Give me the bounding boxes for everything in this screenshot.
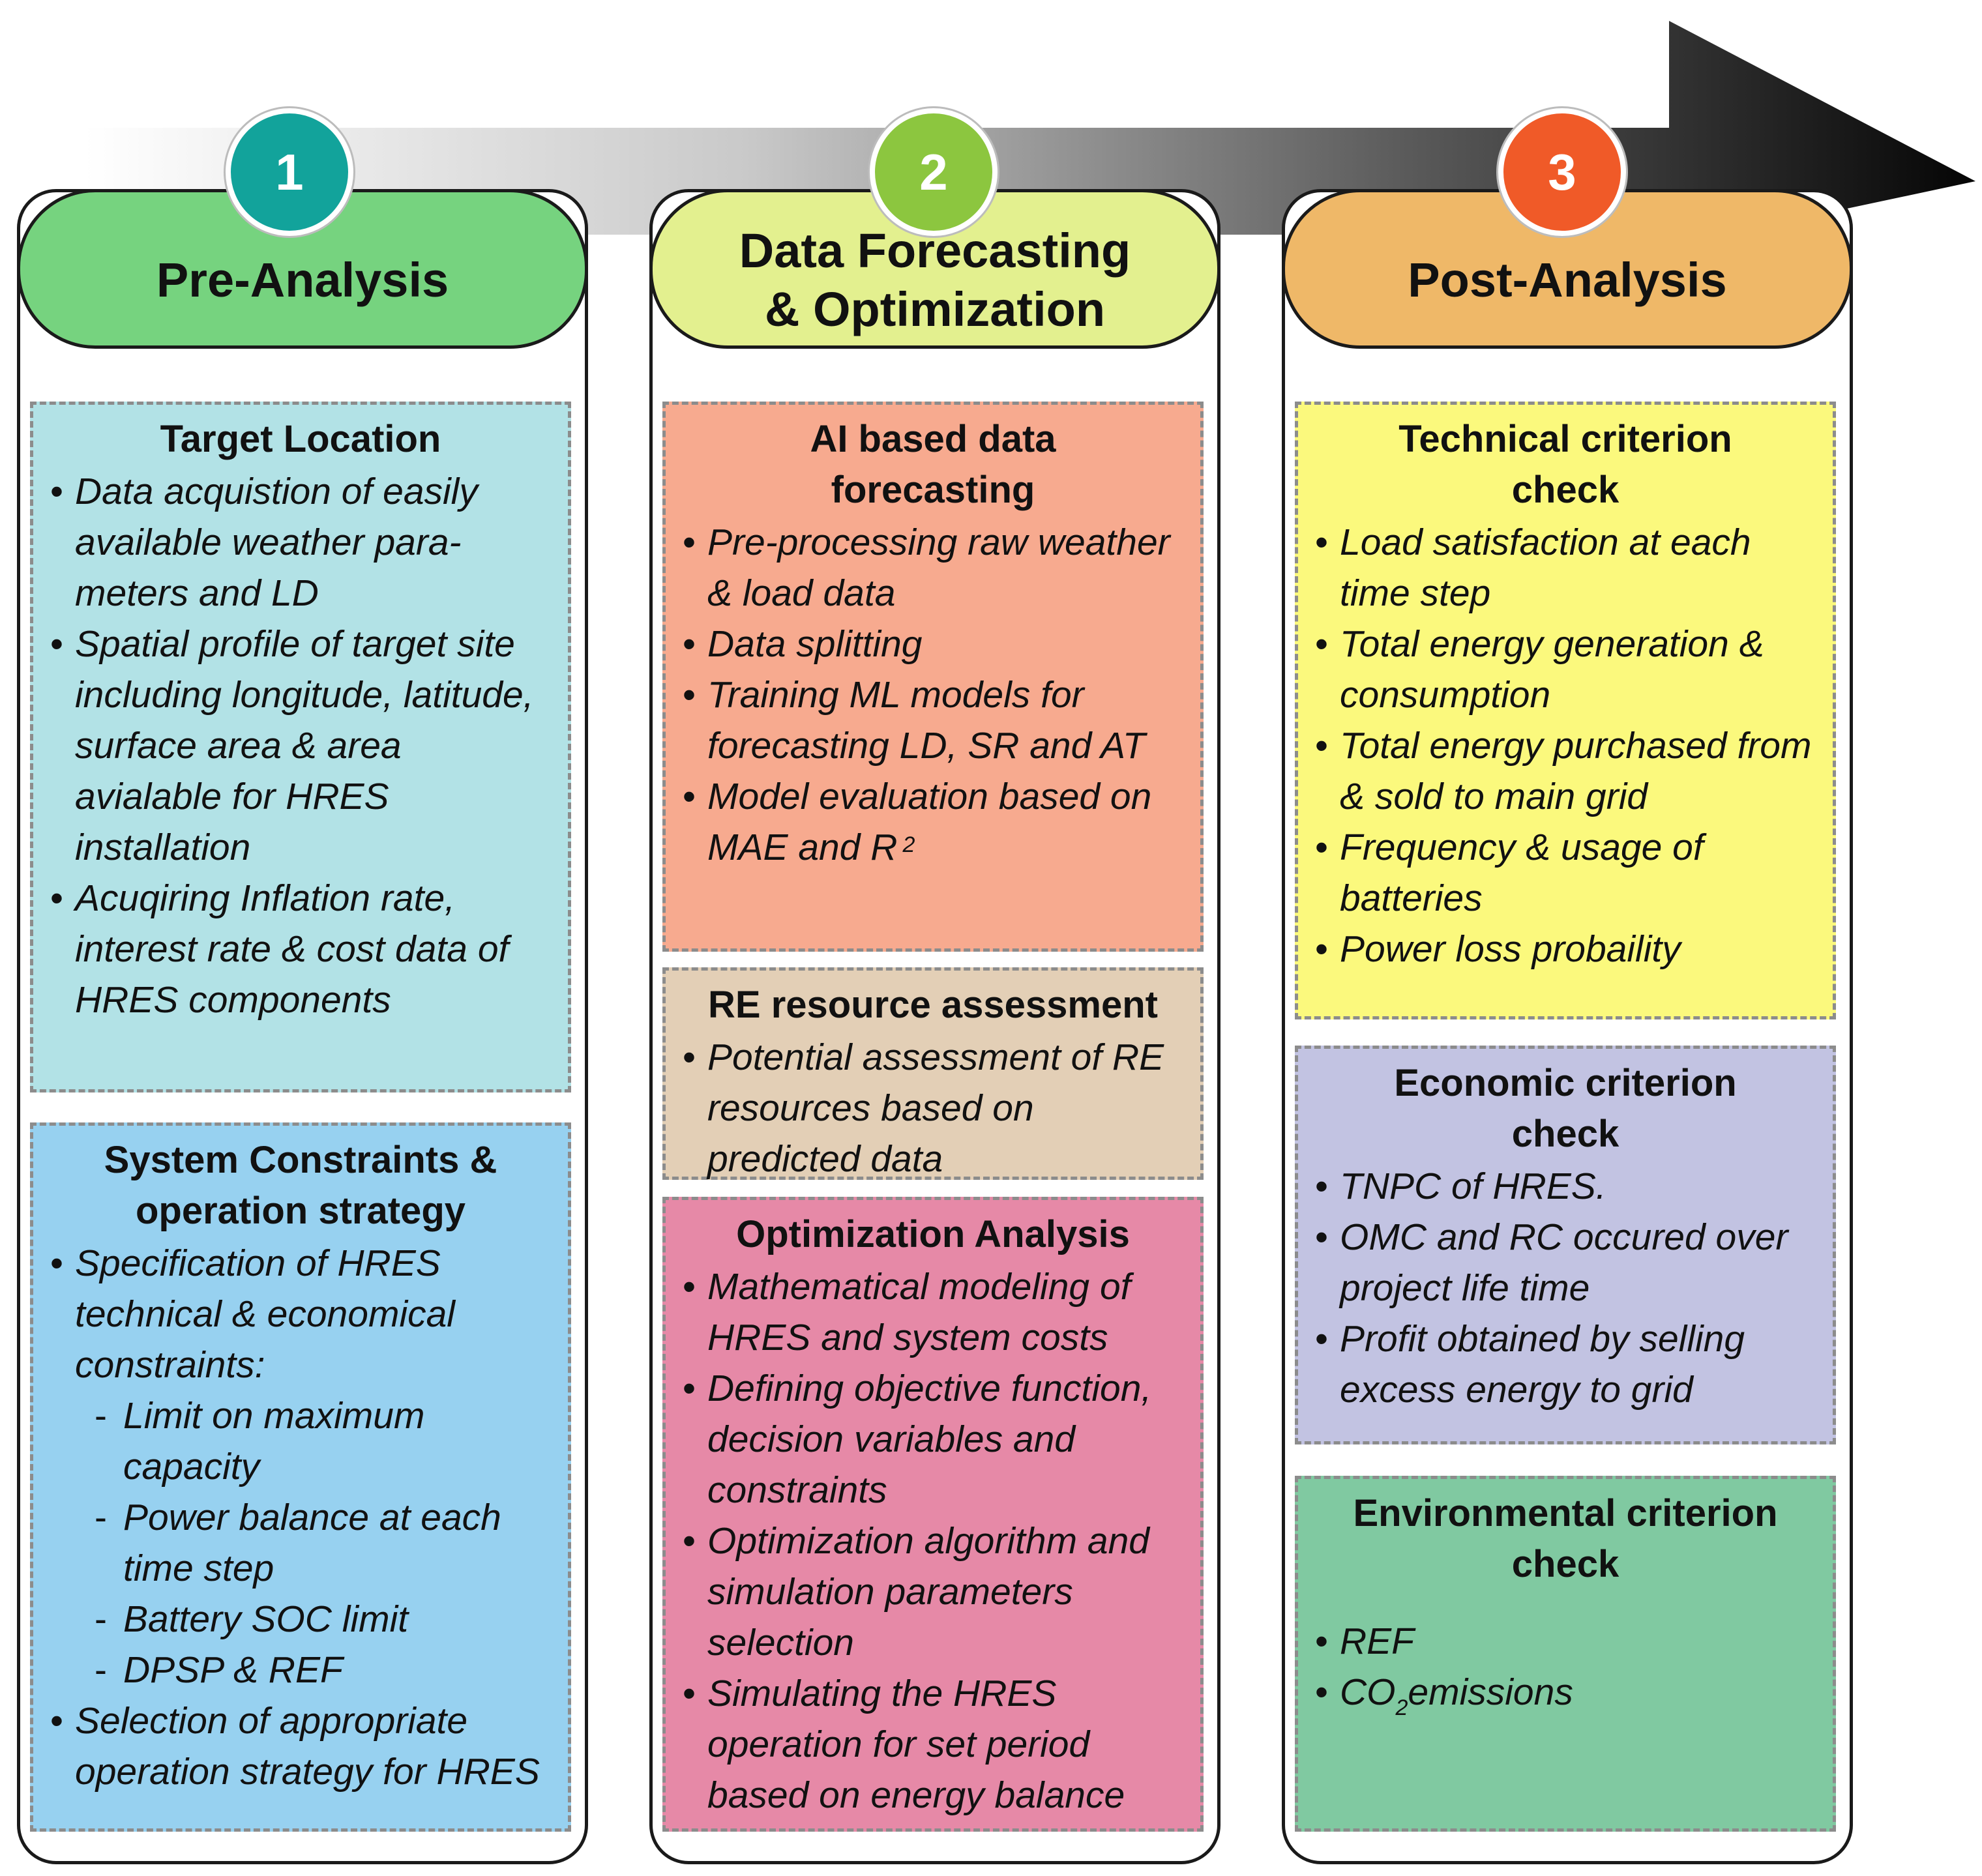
technical-criterion-box: Technical criterion check Load satisfact… <box>1295 402 1836 1019</box>
sub-list-item: Power balance at each time step <box>75 1492 556 1594</box>
list-item: Training ML models for forecasting LD, S… <box>677 669 1189 771</box>
list-item: OMC and RC occured over project life tim… <box>1310 1212 1821 1313</box>
system-constraints-title: System Constraints & operation strategy <box>104 1139 497 1232</box>
economic-criterion-box: Economic criterion check TNPC of HRES. O… <box>1295 1046 1836 1444</box>
economic-criterion-list: TNPC of HRES. OMC and RC occured over pr… <box>1310 1161 1821 1415</box>
technical-criterion-list: Load satisfaction at each time step Tota… <box>1310 517 1821 975</box>
stage-3-number: 3 <box>1548 143 1576 201</box>
environmental-criterion-list: REF CO2emissions <box>1310 1616 1821 1723</box>
stage-2-title: Data Forecasting & Optimization <box>739 223 1131 336</box>
list-item: CO2emissions <box>1310 1667 1821 1723</box>
co2-prefix: CO <box>1340 1671 1396 1713</box>
stage-3-title: Post-Analysis <box>1408 252 1727 307</box>
environmental-criterion-box: Environmental criterion check REF CO2emi… <box>1295 1476 1836 1832</box>
re-assessment-title: RE resource assessment <box>708 984 1158 1026</box>
list-item: Load satisfaction at each time step <box>1310 517 1821 619</box>
co2-suffix: emissions <box>1408 1671 1573 1713</box>
constraint-sublist: Limit on maximum capacity Power balance … <box>75 1390 556 1695</box>
optimization-analysis-title: Optimization Analysis <box>736 1213 1130 1255</box>
sub-list-item: Battery SOC limit <box>75 1594 556 1645</box>
environmental-criterion-title: Environmental criterion check <box>1353 1492 1778 1585</box>
stage-2-badge: 2 <box>870 108 998 236</box>
ai-forecasting-list: Pre-processing raw weather & load data D… <box>677 517 1189 873</box>
system-constraints-box: System Constraints & operation strategy … <box>30 1122 571 1832</box>
list-item: Pre-processing raw weather & load data <box>677 517 1189 619</box>
optimization-analysis-list: Mathematical modeling of HRES and system… <box>677 1261 1189 1821</box>
list-item: Selection of appropriate operation strat… <box>45 1695 556 1797</box>
list-item: Frequency & usage of batteries <box>1310 822 1821 924</box>
superscript: 2 <box>902 832 915 857</box>
technical-criterion-title: Technical criterion check <box>1398 418 1732 511</box>
co2-subscript: 2 <box>1395 1695 1408 1720</box>
stage-3-badge: 3 <box>1498 108 1626 236</box>
list-item: Total energy purchased from & sold to ma… <box>1310 720 1821 822</box>
list-item: Total energy generation & consumption <box>1310 619 1821 720</box>
list-item: Spatial profile of target site including… <box>45 619 556 873</box>
list-item-text: Model evaluation based on MAE and R <box>707 776 1152 868</box>
stage-2-number: 2 <box>919 143 948 201</box>
target-location-list: Data acquistion of easily available weat… <box>45 466 556 1025</box>
target-location-box: Target Location Data acquistion of easil… <box>30 402 571 1092</box>
system-constraints-list: Specification of HRES technical & econom… <box>45 1238 556 1797</box>
list-item: Mathematical modeling of HRES and system… <box>677 1261 1189 1363</box>
list-item: Potential assessment of RE resources bas… <box>677 1032 1189 1184</box>
target-location-title: Target Location <box>160 418 441 460</box>
sub-list-item: Limit on maximum capacity <box>75 1390 556 1492</box>
list-item: REF <box>1310 1616 1821 1667</box>
list-item: Model evaluation based on MAE and R2 <box>677 771 1189 873</box>
list-item: Power loss probaility <box>1310 924 1821 975</box>
list-item: Data splitting <box>677 619 1189 669</box>
stage-1-badge: 1 <box>226 108 353 236</box>
list-item: Simulating the HRES operation for set pe… <box>677 1668 1189 1821</box>
ai-forecasting-box: AI based data forecasting Pre-processing… <box>662 402 1204 952</box>
stage-1-number: 1 <box>275 143 304 201</box>
list-item: Acuqiring Inflation rate, interest rate … <box>45 873 556 1025</box>
economic-criterion-title: Economic criterion check <box>1394 1062 1737 1155</box>
optimization-analysis-box: Optimization Analysis Mathematical model… <box>662 1197 1204 1832</box>
sub-list-item: DPSP & REF <box>75 1645 556 1695</box>
re-assessment-box: RE resource assessment Potential assessm… <box>662 967 1204 1180</box>
list-item: Data acquistion of easily available weat… <box>45 466 556 619</box>
stage-1-title: Pre-Analysis <box>156 252 449 307</box>
re-assessment-list: Potential assessment of RE resources bas… <box>677 1032 1189 1184</box>
list-item: Defining objective function, decision va… <box>677 1363 1189 1516</box>
list-item: Profit obtained by selling excess energy… <box>1310 1313 1821 1415</box>
ai-forecasting-title: AI based data forecasting <box>810 418 1056 511</box>
list-item: Optimization algorithm and simulation pa… <box>677 1516 1189 1668</box>
list-item-text: Specification of HRES technical & econom… <box>75 1242 455 1386</box>
list-item: TNPC of HRES. <box>1310 1161 1821 1212</box>
list-item: Specification of HRES technical & econom… <box>45 1238 556 1695</box>
